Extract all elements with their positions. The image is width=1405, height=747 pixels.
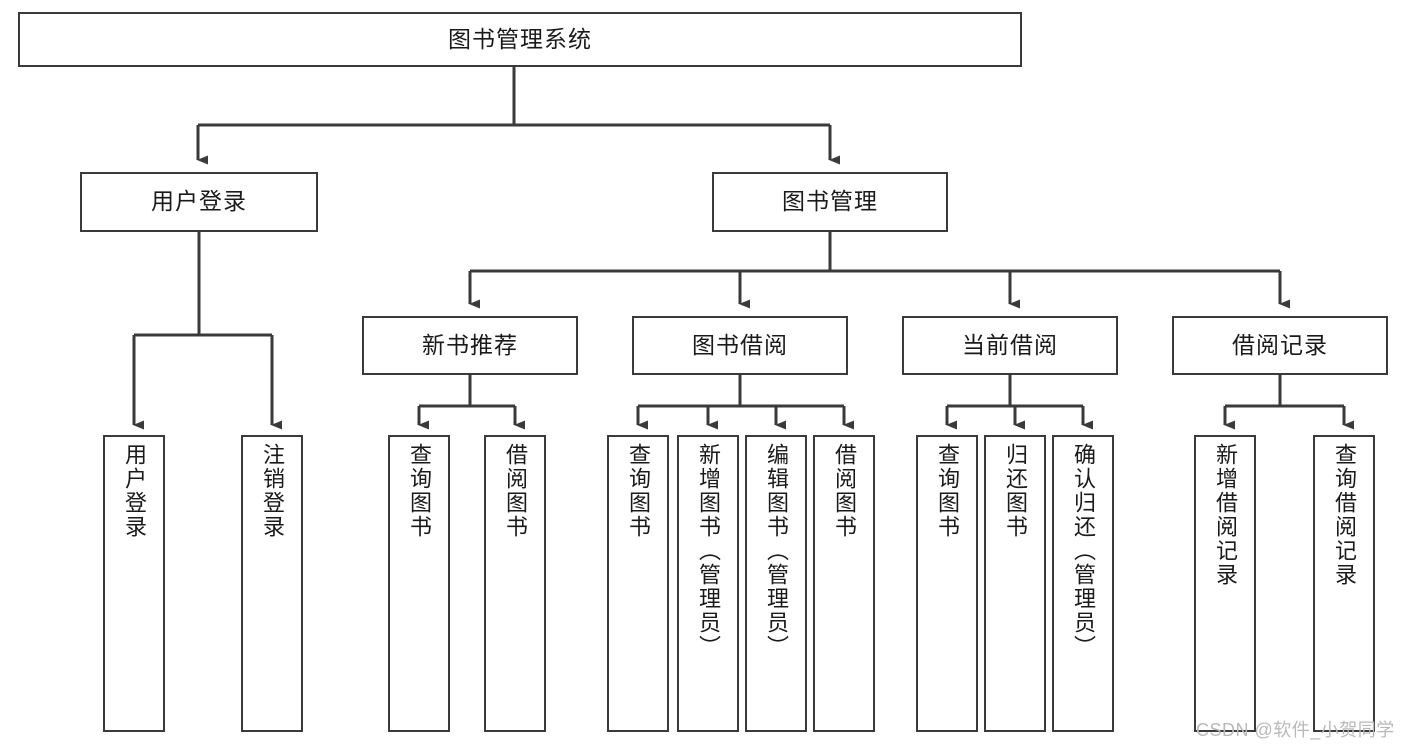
node-leaf-borrow-book-2[interactable]: 借阅图书 [813,435,875,732]
node-leaf-query-record[interactable]: 查询借阅记录 [1313,435,1375,732]
node-book-borrow[interactable]: 图书借阅 [632,316,848,375]
node-leaf-query-book-1[interactable]: 查询图书 [388,435,450,732]
node-borrow-record[interactable]: 借阅记录 [1172,316,1388,375]
watermark-text: CSDN @软件_小贺同学 [1196,720,1395,740]
node-new-book-recommend-label: 新书推荐 [422,331,518,358]
node-leaf-logout-login[interactable]: 注销登录 [241,435,303,732]
node-leaf-add-record-label: 新增借阅记录 [1213,443,1238,587]
node-leaf-return-book-label: 归还图书 [1003,443,1028,539]
node-user-login-label: 用户登录 [151,188,247,215]
node-leaf-query-book-3-label: 查询图书 [935,443,960,539]
node-root[interactable]: 图书管理系统 [18,12,1022,67]
node-leaf-query-record-label: 查询借阅记录 [1332,443,1357,587]
node-root-label: 图书管理系统 [448,25,592,52]
node-current-borrow[interactable]: 当前借阅 [902,316,1118,375]
node-leaf-logout-login-label: 注销登录 [260,443,285,539]
node-new-book-recommend[interactable]: 新书推荐 [362,316,578,375]
node-leaf-edit-book-label: 编辑图书（管理员） [764,443,789,659]
node-leaf-user-login[interactable]: 用户登录 [103,435,165,732]
node-leaf-query-book-2[interactable]: 查询图书 [607,435,669,732]
node-borrow-record-label: 借阅记录 [1232,331,1328,358]
node-leaf-confirm-return-label: 确认归还（管理员） [1071,443,1096,659]
node-leaf-add-book-label: 新增图书（管理员） [696,443,721,659]
node-leaf-return-book[interactable]: 归还图书 [984,435,1046,732]
node-user-login[interactable]: 用户登录 [80,172,318,232]
node-leaf-borrow-book-1-label: 借阅图书 [503,443,528,539]
node-book-management[interactable]: 图书管理 [712,172,948,232]
node-leaf-query-book-1-label: 查询图书 [407,443,432,539]
node-leaf-edit-book[interactable]: 编辑图书（管理员） [745,435,807,732]
node-leaf-borrow-book-2-label: 借阅图书 [832,443,857,539]
node-leaf-user-login-label: 用户登录 [122,443,147,539]
node-leaf-query-book-3[interactable]: 查询图书 [916,435,978,732]
node-leaf-query-book-2-label: 查询图书 [626,443,651,539]
node-leaf-confirm-return[interactable]: 确认归还（管理员） [1052,435,1114,732]
node-current-borrow-label: 当前借阅 [962,331,1058,358]
node-leaf-borrow-book-1[interactable]: 借阅图书 [484,435,546,732]
node-book-borrow-label: 图书借阅 [692,331,788,358]
node-leaf-add-record[interactable]: 新增借阅记录 [1194,435,1256,732]
node-leaf-add-book[interactable]: 新增图书（管理员） [677,435,739,732]
node-book-management-label: 图书管理 [782,188,878,215]
